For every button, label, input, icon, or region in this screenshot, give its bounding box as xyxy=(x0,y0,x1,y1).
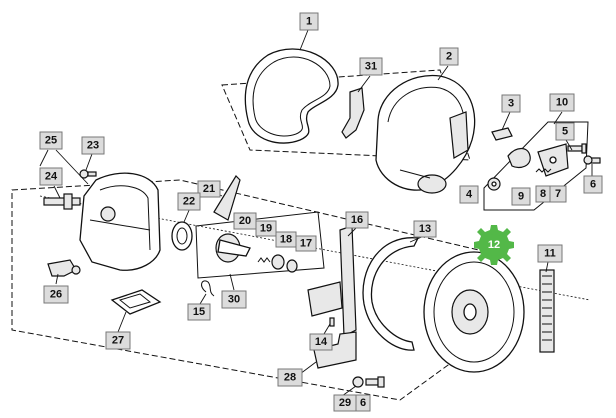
part-25-housing xyxy=(79,172,161,271)
svg-text:19: 19 xyxy=(260,223,272,235)
callout-19[interactable]: 19 xyxy=(255,220,277,237)
callout-22[interactable]: 22 xyxy=(177,192,201,211)
callout-18[interactable]: 18 xyxy=(275,231,297,248)
svg-text:29: 29 xyxy=(339,397,351,409)
part-8-spring xyxy=(535,168,552,173)
part-6-bolt xyxy=(583,155,601,165)
part-22-seal xyxy=(171,221,193,251)
callout-14[interactable]: 14 xyxy=(309,333,333,351)
part-31-clip xyxy=(341,87,365,139)
svg-text:30: 30 xyxy=(228,294,240,306)
part-9-spring-arm xyxy=(507,147,531,169)
svg-text:1: 1 xyxy=(306,16,312,28)
callout-4[interactable]: 4 xyxy=(459,185,479,204)
svg-text:26: 26 xyxy=(50,289,62,301)
part-23-bolt xyxy=(79,169,97,179)
svg-text:6: 6 xyxy=(590,179,596,191)
part-15-pin xyxy=(201,280,215,297)
part-4-nut xyxy=(487,177,501,191)
svg-text:24: 24 xyxy=(45,171,58,183)
svg-text:27: 27 xyxy=(112,335,124,347)
svg-text:4: 4 xyxy=(466,189,473,201)
callout-25[interactable]: 25 xyxy=(39,131,63,150)
part-14-screw xyxy=(329,317,335,327)
part-2-cover xyxy=(375,74,476,194)
callout-31[interactable]: 31 xyxy=(359,57,383,76)
part-29-washer xyxy=(352,376,364,388)
part-13-ring xyxy=(362,237,420,351)
part-20-cam xyxy=(215,233,251,263)
part-6-screw xyxy=(365,376,385,388)
callout-6b[interactable]: 6 xyxy=(355,394,371,412)
svg-text:13: 13 xyxy=(419,223,431,235)
svg-text:28: 28 xyxy=(284,372,296,384)
part-19-spring xyxy=(257,257,271,263)
part-12-disk xyxy=(423,251,525,373)
callout-2[interactable]: 2 xyxy=(439,47,459,66)
part-7-plate xyxy=(537,143,569,177)
part-1-gasket xyxy=(244,48,339,144)
svg-text:9: 9 xyxy=(518,191,524,203)
svg-text:5: 5 xyxy=(562,126,568,138)
callout-6a[interactable]: 6 xyxy=(583,175,603,194)
callout-8[interactable]: 8 xyxy=(535,185,551,203)
callout-26[interactable]: 26 xyxy=(43,285,69,304)
callout-16[interactable]: 16 xyxy=(345,211,369,229)
callout-9[interactable]: 9 xyxy=(511,187,531,206)
part-26-latch xyxy=(47,259,81,277)
svg-text:11: 11 xyxy=(544,248,556,260)
svg-text:10: 10 xyxy=(556,97,568,109)
callout-21[interactable]: 21 xyxy=(197,180,221,198)
callout-11[interactable]: 11 xyxy=(537,244,563,263)
callout-13[interactable]: 13 xyxy=(413,220,437,238)
svg-text:31: 31 xyxy=(365,61,377,73)
group-box-10 xyxy=(483,121,589,211)
part-17-nut xyxy=(286,259,298,273)
part-24-shaft xyxy=(43,193,81,210)
part-27-gasket xyxy=(110,289,162,315)
callout-28[interactable]: 28 xyxy=(277,368,303,387)
svg-text:7: 7 xyxy=(555,188,561,200)
svg-text:6: 6 xyxy=(360,397,366,409)
callout-7[interactable]: 7 xyxy=(549,185,567,203)
callout-30[interactable]: 30 xyxy=(221,290,247,309)
svg-text:8: 8 xyxy=(540,188,546,200)
callout-17[interactable]: 17 xyxy=(295,235,317,252)
part-11-brush xyxy=(539,269,555,353)
callout-1[interactable]: 1 xyxy=(299,12,319,31)
callout-10[interactable]: 10 xyxy=(549,93,575,112)
callout-27[interactable]: 27 xyxy=(105,331,131,350)
callout-15[interactable]: 15 xyxy=(187,303,211,321)
part-5-bolt xyxy=(567,143,587,154)
svg-text:2: 2 xyxy=(446,51,452,63)
svg-text:18: 18 xyxy=(280,234,292,246)
svg-text:14: 14 xyxy=(315,336,328,348)
svg-text:15: 15 xyxy=(193,306,205,318)
svg-text:22: 22 xyxy=(183,196,195,208)
svg-text:16: 16 xyxy=(351,214,363,226)
svg-text:17: 17 xyxy=(300,238,312,250)
part-30-card xyxy=(195,211,325,279)
part-18-spacer xyxy=(271,254,285,270)
callout-3[interactable]: 3 xyxy=(501,94,521,113)
callout-23[interactable]: 23 xyxy=(81,136,105,155)
callout-24[interactable]: 24 xyxy=(39,167,63,186)
callout-29[interactable]: 29 xyxy=(333,394,357,412)
svg-text:21: 21 xyxy=(203,183,215,195)
svg-text:20: 20 xyxy=(239,215,251,227)
svg-text:23: 23 xyxy=(87,140,99,152)
part-28-bracket xyxy=(313,331,357,369)
svg-text:3: 3 xyxy=(508,98,514,110)
part-21-knife xyxy=(213,175,241,221)
svg-text:12: 12 xyxy=(488,239,500,251)
callout-12-highlighted[interactable]: 12 xyxy=(474,225,514,265)
callout-20[interactable]: 20 xyxy=(233,212,257,230)
part-16-plate xyxy=(307,225,357,337)
svg-text:25: 25 xyxy=(45,135,57,147)
callout-5[interactable]: 5 xyxy=(555,122,575,141)
